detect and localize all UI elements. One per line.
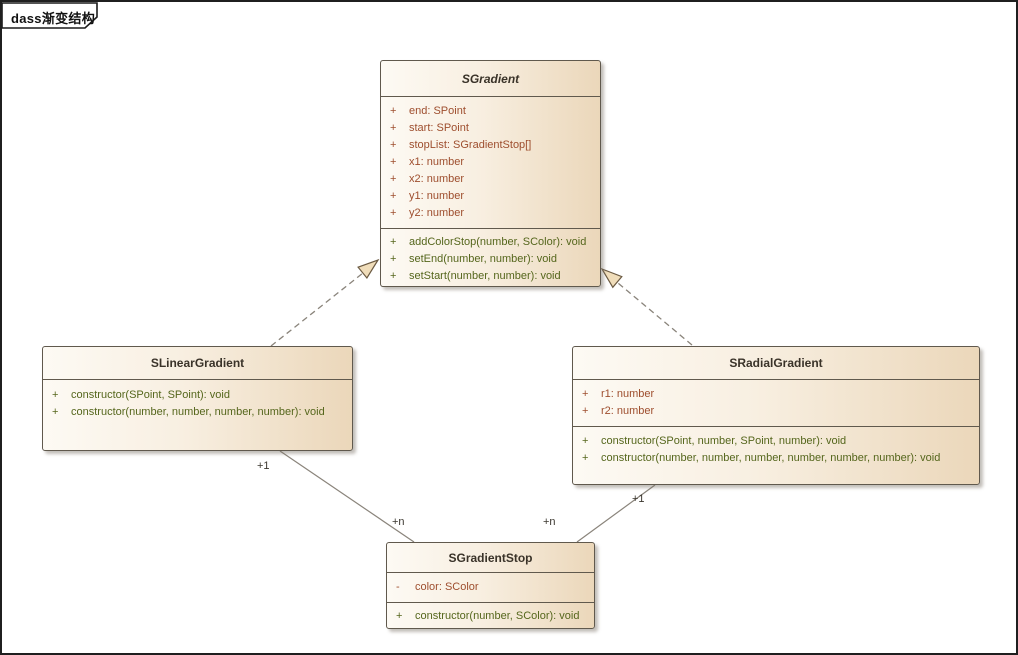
visibility-marker: + [390, 105, 397, 117]
frame-tab: dass渐变结构 [2, 2, 122, 34]
methods-compartment: + constructor(number, SColor): void [387, 602, 594, 628]
visibility-marker: + [390, 253, 397, 265]
attribute-row: + r2: number [573, 403, 979, 420]
multiplicity-label-source: +1 [257, 460, 270, 472]
attribute-row: + y2: number [381, 205, 600, 222]
method-text: constructor(SPoint, SPoint): void [71, 389, 230, 401]
generalization-sradialgradient-sgradient[interactable] [617, 282, 693, 346]
class-sgradientstop[interactable]: SGradientStop - color: SColor + constructo… [386, 542, 595, 629]
frame-tab-label: dass渐变结构 [11, 11, 96, 26]
attribute-row: - color: SColor [387, 579, 594, 596]
visibility-marker: + [396, 610, 403, 622]
multiplicity-label-target: +n [392, 516, 405, 528]
method-text: constructor(number, SColor): void [415, 610, 580, 622]
class-sradialgradient[interactable]: SRadialGradient +r1: number +r2: number … [572, 346, 980, 485]
attribute-text: y2: number [409, 207, 465, 219]
attribute-text: start: SPoint [409, 122, 469, 134]
class-title: SGradient [381, 61, 600, 97]
generalization-slineargradient-sgradient[interactable] [270, 272, 364, 347]
attributes-compartment: - color: SColor [387, 573, 594, 602]
attribute-row: + end: SPoint [381, 103, 600, 120]
attribute-row: + x2: number [381, 171, 600, 188]
visibility-marker: + [390, 122, 397, 134]
visibility-marker: + [52, 389, 59, 401]
visibility-marker: + [390, 173, 397, 185]
attributes-compartment: + r1: number + r2: number [573, 380, 979, 426]
attribute-text: r1: number [601, 388, 655, 400]
attribute-row: + start: SPoint [381, 120, 600, 137]
attribute-text: r2: number [601, 405, 655, 417]
triangle-arrowhead [357, 258, 380, 280]
attribute-row: + x1: number [381, 154, 600, 171]
methods-compartment: + constructor(SPoint, number, SPoint, num… [573, 426, 979, 484]
class-sgradient[interactable]: SGradient + end: SPoint + start: SPoint + s… [380, 60, 601, 287]
attribute-row: + stopList: SGradientStop[] [381, 137, 600, 154]
method-text: setEnd(number, number): void [409, 253, 557, 265]
visibility-marker: + [390, 270, 397, 282]
class-slineargradient[interactable]: SLinearGradient + constructor(SPoint, SPo… [42, 346, 353, 451]
visibility-marker: + [390, 190, 397, 202]
visibility-marker: + [390, 139, 397, 151]
method-text: addColorStop(number, SColor): void [409, 236, 587, 248]
class-title: SGradientStop [387, 543, 594, 573]
triangle-arrowhead [600, 267, 623, 289]
class-title: SLinearGradient [43, 347, 352, 380]
method-row: + constructor(number, number, number, num… [43, 404, 352, 421]
visibility-marker: + [582, 435, 589, 447]
attribute-text: color: SColor [415, 581, 479, 593]
method-text: constructor(SPoint, number, SPoint, numb… [601, 435, 847, 447]
methods-compartment: + addColorStop(number, SColor): void + set… [381, 228, 600, 286]
visibility-marker: + [390, 207, 397, 219]
visibility-marker: - [396, 581, 400, 593]
visibility-marker: + [582, 388, 589, 400]
methods-compartment: + constructor(SPoint, SPoint): void + cons… [43, 380, 352, 450]
visibility-marker: + [390, 156, 397, 168]
multiplicity-label-target: +n [543, 516, 556, 528]
method-row: + constructor(SPoint, number, SPoint, num… [573, 433, 979, 450]
method-text: constructor(number, number, number, numb… [601, 452, 941, 464]
method-row: + constructor(number, SColor): void [387, 608, 594, 625]
attribute-text: stopList: SGradientStop[] [409, 139, 532, 151]
attribute-text: y1: number [409, 190, 465, 202]
attribute-text: x2: number [409, 173, 465, 185]
method-row: + addColorStop(number, SColor): void [381, 234, 600, 251]
visibility-marker: + [52, 406, 59, 418]
method-row: + setEnd(number, number): void [381, 251, 600, 268]
association-slineargradient-sgradientstop[interactable] [279, 450, 415, 543]
visibility-marker: + [582, 452, 589, 464]
method-text: constructor(number, number, number, numb… [71, 406, 325, 418]
method-row: + setStart(number, number): void [381, 268, 600, 285]
association-sradialgradient-sgradientstop[interactable] [576, 484, 656, 543]
multiplicity-label-source: +1 [632, 493, 645, 505]
frame-tab-shape [2, 2, 98, 29]
attribute-text: x1: number [409, 156, 465, 168]
method-text: setStart(number, number): void [409, 270, 561, 282]
visibility-marker: + [582, 405, 589, 417]
method-row: + constructor(number, number, number, num… [573, 450, 979, 467]
attribute-text: end: SPoint [409, 105, 466, 117]
class-title: SRadialGradient [573, 347, 979, 380]
attributes-compartment: + end: SPoint + start: SPoint + stopList: S… [381, 97, 600, 228]
visibility-marker: + [390, 236, 397, 248]
attribute-row: + y1: number [381, 188, 600, 205]
method-row: + constructor(SPoint, SPoint): void [43, 387, 352, 404]
attribute-row: + r1: number [573, 386, 979, 403]
